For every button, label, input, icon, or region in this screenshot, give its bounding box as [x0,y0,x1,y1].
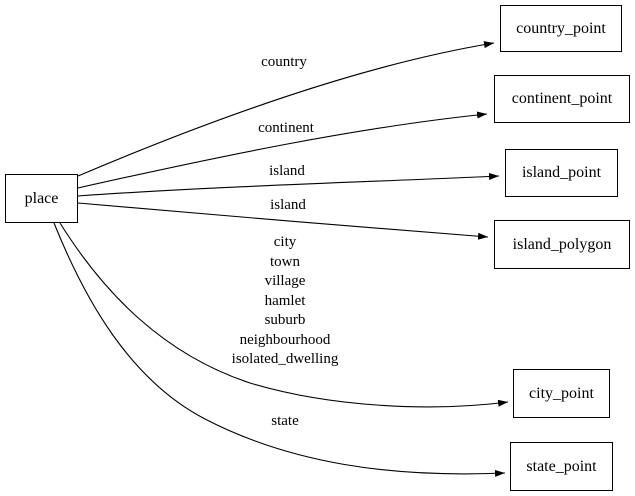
edge-place-island-polygon [77,202,489,240]
edge-place-state-point [53,222,506,477]
edge-label-city-group: city town village hamlet suburb neighbou… [231,234,339,367]
node-state-point-label: state_point [526,457,597,475]
edge-place-continent-point [77,111,488,189]
node-city-point-label: city_point [529,384,594,402]
node-country-point-label: country_point [516,19,606,37]
edge-label-island-point: island [269,163,305,179]
node-continent-point-label: continent_point [511,90,613,107]
node-island-point: island_point [505,149,618,197]
node-place: place [5,174,78,223]
node-continent-point: continent_point [494,75,630,123]
node-country-point: country_point [500,5,622,52]
node-island-polygon: island_polygon [494,220,630,269]
edge-label-state: state [271,413,299,429]
node-island-point-label: island_point [521,164,602,181]
edge-label-continent: continent [258,120,314,136]
node-state-point: state_point [510,442,613,491]
node-place-label: place [24,189,59,207]
edge-label-island-polygon: island [270,197,306,213]
edge-label-country: country [261,54,307,70]
node-island-polygon-label: island_polygon [512,235,612,253]
node-city-point: city_point [513,369,610,418]
edge-place-city-point [59,222,509,408]
edge-place-country-point [77,41,495,177]
edge-place-island-point [77,172,500,197]
